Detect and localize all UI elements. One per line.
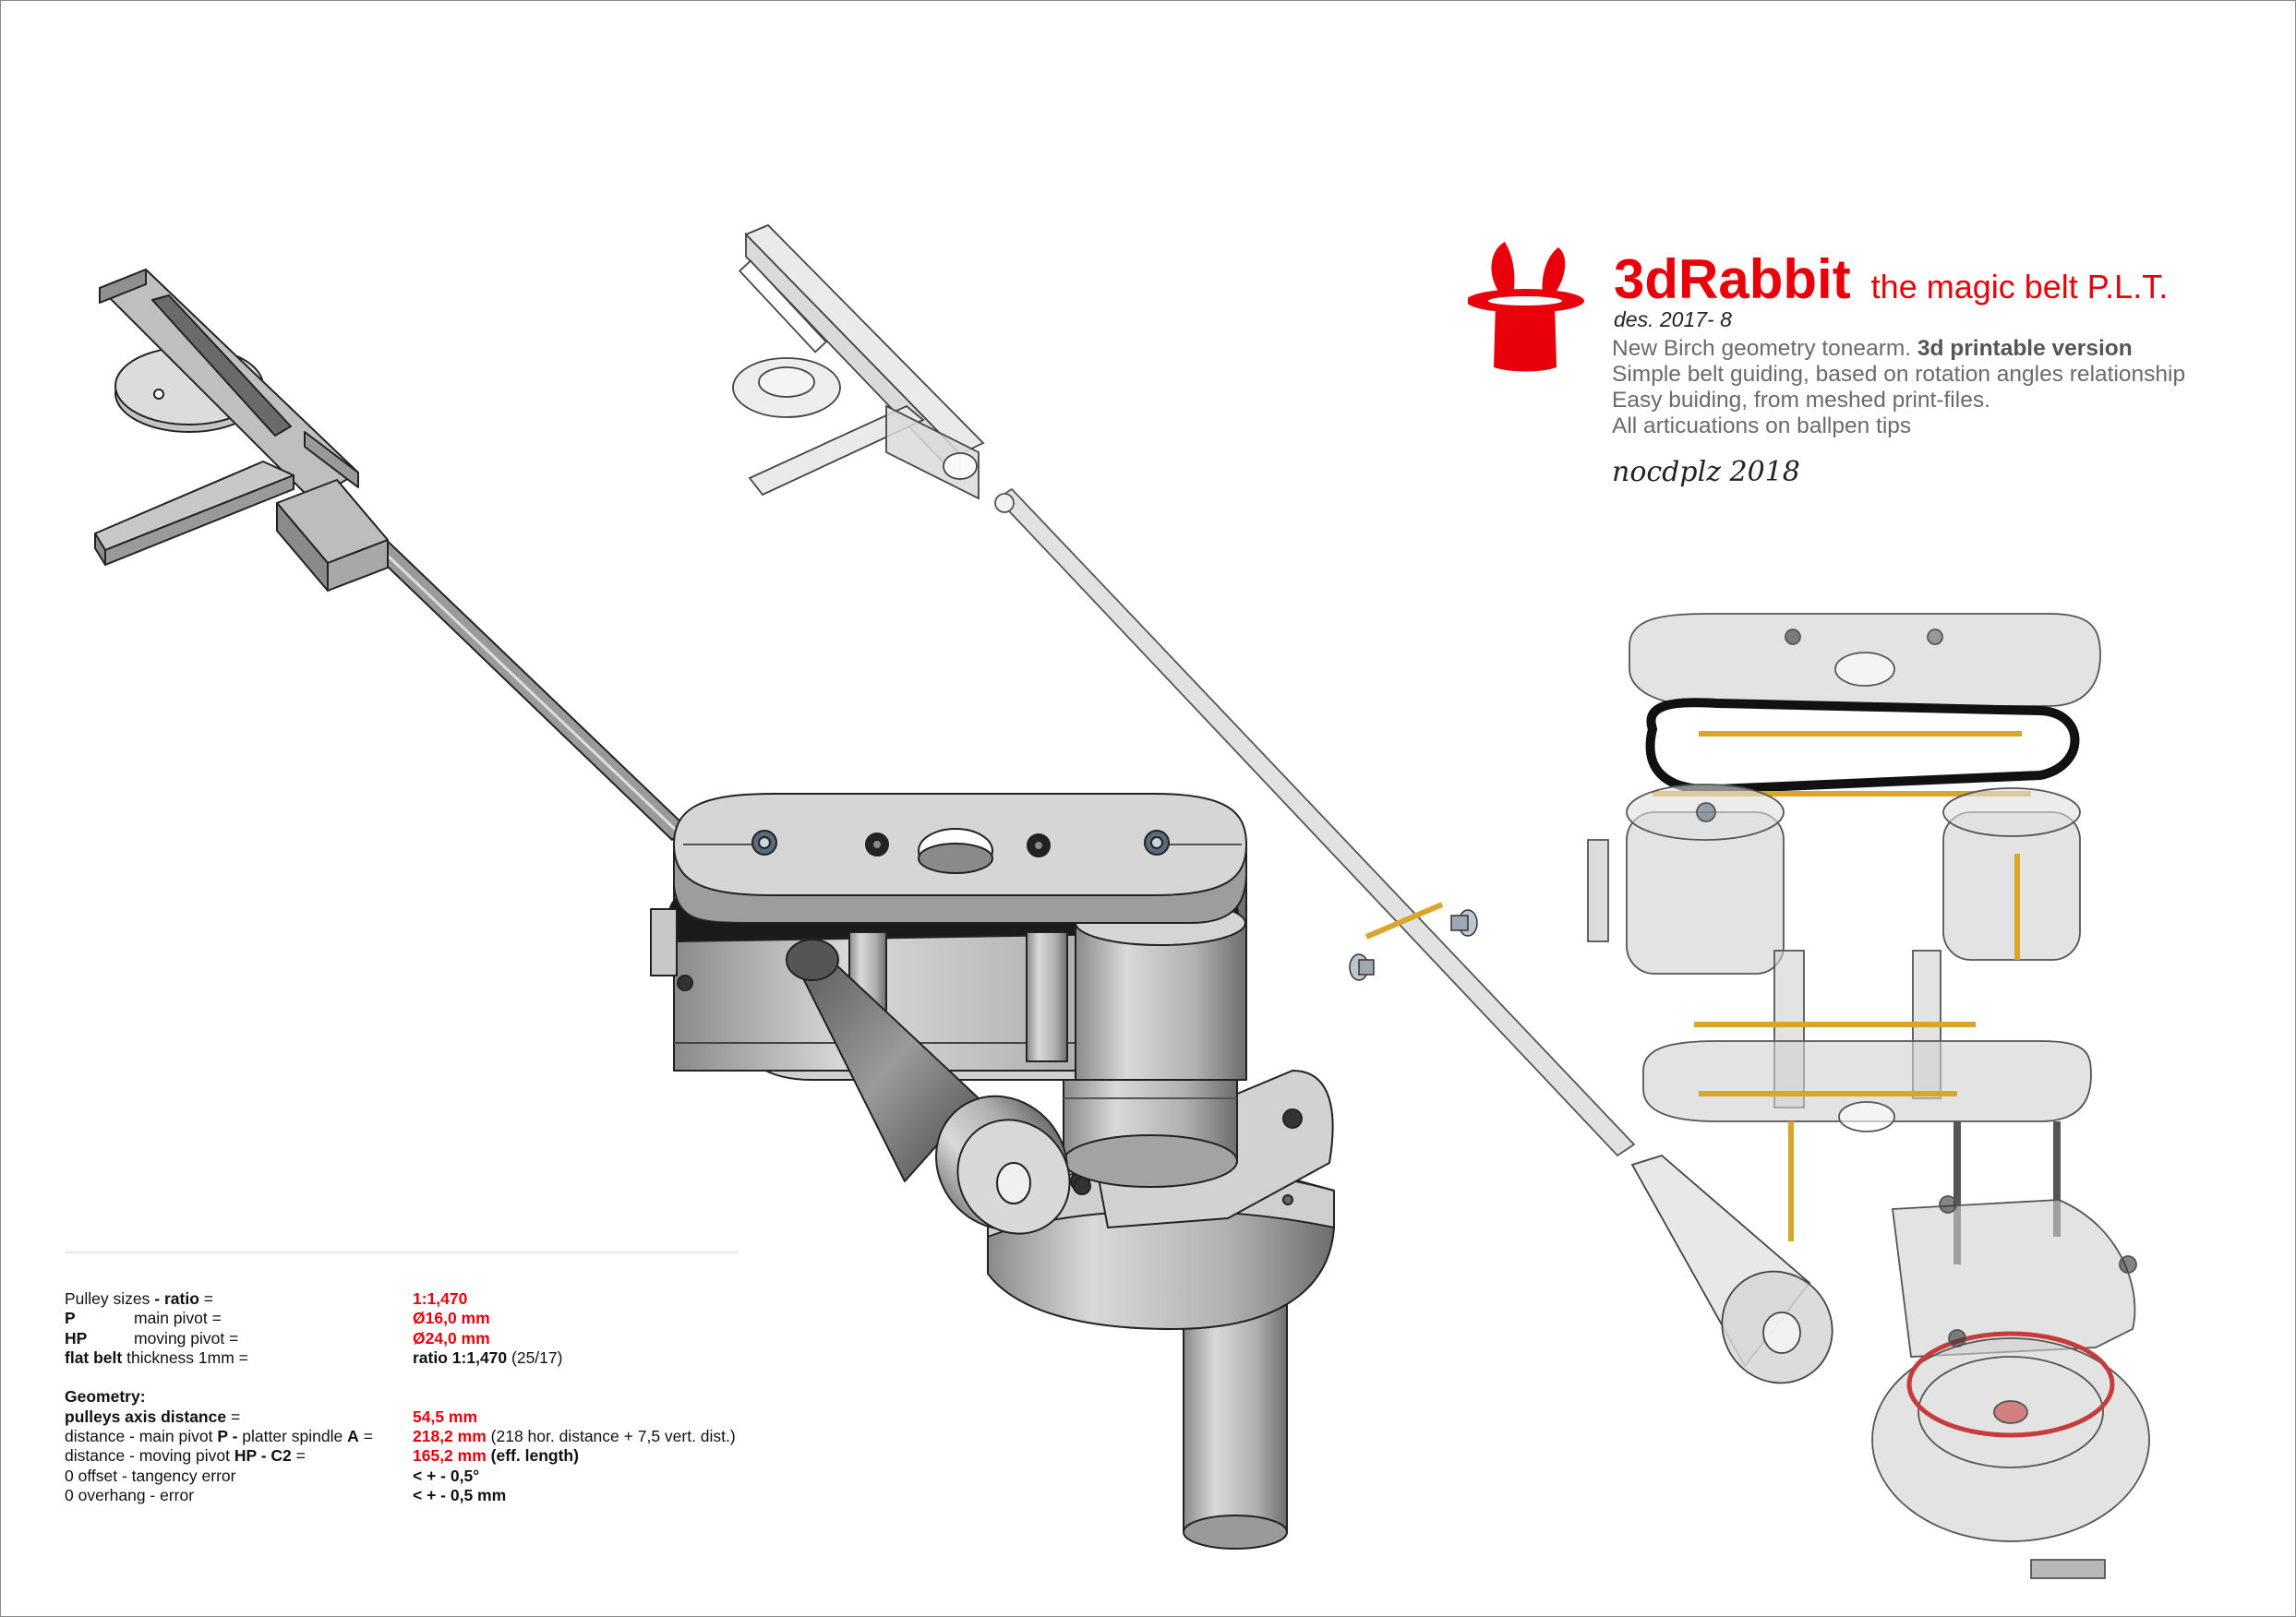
- brand-name: 3dRabbit: [1614, 248, 1851, 310]
- assembled-tonearm: [94, 269, 1335, 1550]
- arm-tube: [364, 530, 686, 841]
- description: New Birch geometry tonearm. 3d printable…: [1612, 336, 2185, 439]
- exploded-pivot-stack: [1587, 613, 2150, 1579]
- counterweight-exploded: [1630, 1154, 1833, 1384]
- finger-lift: [94, 461, 295, 566]
- description-line-1: New Birch geometry tonearm. 3d printable…: [1612, 336, 2133, 361]
- overhang-error-value: < + - 0,5 mm: [413, 1485, 507, 1504]
- right-pulley-cylinder: [1075, 900, 1247, 1081]
- description-line-4: All articuations on ballpen tips: [1612, 413, 1912, 438]
- axis-distance-value: 54,5 mm: [413, 1407, 478, 1426]
- design-date: des. 2017- 8: [1614, 307, 1732, 331]
- offset-error-value: < + - 0,5°: [413, 1466, 480, 1485]
- hp-diameter-value: Ø24,0 mm: [413, 1328, 490, 1348]
- title-block: 3dRabbit the magic belt P.L.T.: [1614, 247, 2168, 311]
- p-diameter-value: Ø16,0 mm: [413, 1309, 490, 1328]
- description-line-2: Simple belt guiding, based on rotation a…: [1612, 362, 2186, 387]
- tagline: the magic belt P.L.T.: [1870, 268, 2169, 305]
- counterweight: [786, 939, 1071, 1235]
- arm-tube-exploded: [994, 487, 1636, 1157]
- effective-length-value: 165,2 mm: [413, 1446, 487, 1466]
- pulley-ratio-value: 1:1,470: [413, 1289, 468, 1308]
- rabbit-ears-top-hat-icon: [1468, 242, 1584, 372]
- arm-clamp-block: [276, 479, 389, 592]
- headshell-plate: [99, 269, 359, 501]
- exploded-headshell: [732, 223, 985, 500]
- main-distance-value: 218,2 mm: [413, 1427, 487, 1446]
- signature: nocdplz 2018: [1612, 456, 1800, 488]
- description-line-3: Easy buiding, from meshed print-files.: [1612, 388, 1990, 413]
- top-pulley-plate: [673, 793, 1247, 924]
- pivot-pin-and-screws: [1349, 902, 1478, 981]
